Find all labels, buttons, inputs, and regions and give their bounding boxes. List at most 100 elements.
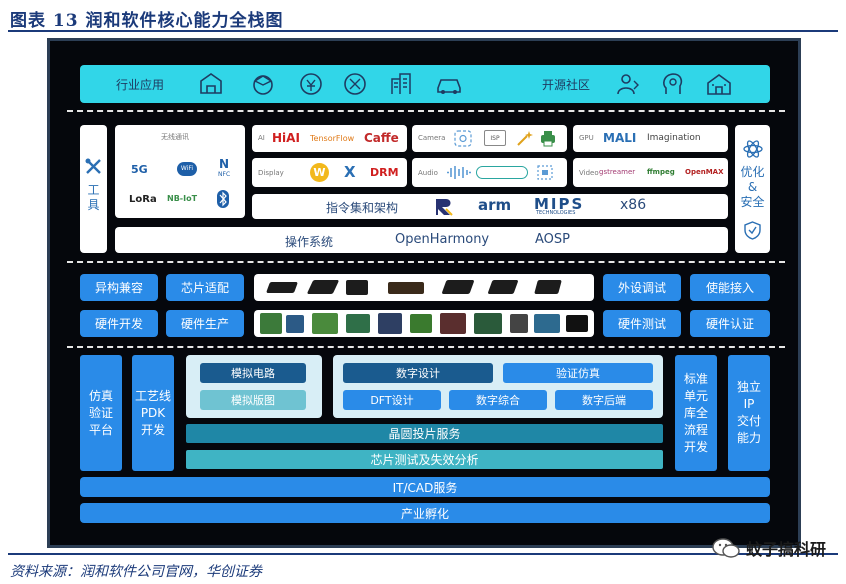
camera-icon [454, 130, 472, 147]
isa-row: 指令集和架构 arm MIPS TECHNOLOGIES x86 [252, 194, 728, 219]
nfc-label: NFC [218, 171, 231, 178]
dft-design: DFT设计 [343, 390, 441, 410]
5g-logo: 5G [131, 163, 148, 176]
wifi-logo: WiFi [177, 162, 197, 176]
simulation-platform: 仿真 验证 平台 [80, 355, 122, 471]
hw-hardware-production: 硬件生产 [166, 310, 244, 337]
chip-image [534, 280, 562, 294]
chip-image [441, 280, 475, 294]
chip-image [306, 280, 340, 294]
dev-board-image [312, 313, 338, 334]
tools-panel: 工 具 [80, 125, 107, 253]
display-row: Display W X DRM [252, 158, 407, 187]
magic-wand-icon [517, 131, 533, 146]
analog-circuit: 模拟电路 [200, 363, 306, 383]
chip-image [265, 282, 299, 293]
digital-panel: 数字设计 验证仿真 DFT设计 数字综合 数字后端 [333, 355, 663, 418]
dev-board-image [534, 314, 560, 333]
hw-enablement-access: 使能接入 [690, 274, 770, 301]
audio-row: Audio [412, 158, 567, 187]
tensorflow-logo: TensorFlow [310, 134, 355, 143]
os-row: 操作系统 OpenHarmony AOSP [115, 227, 728, 253]
title-rule [8, 30, 838, 32]
lora-logo: LoRa [129, 194, 157, 205]
drm-logo: DRM [370, 166, 399, 179]
ai-row: AI HiAI TensorFlow Caffe [252, 125, 407, 152]
dev-board-image [346, 314, 370, 333]
nbiot-logo: NB-IoT [167, 194, 198, 203]
industry-incubation: 产业孵化 [80, 503, 770, 523]
building-icon [391, 73, 411, 94]
mips-logo: MIPS [534, 195, 585, 213]
std-cell-library: 标准 单元 库全 流程 开发 [675, 355, 717, 471]
pdk-development: 工艺线 PDK 开发 [132, 355, 174, 471]
hw-chip-adaptation: 芯片适配 [166, 274, 244, 301]
gpu-row: GPU MALI Imagination [573, 125, 728, 152]
caffe-logo: Caffe [364, 131, 399, 145]
divider [67, 261, 785, 263]
factory-icon [200, 73, 222, 94]
finance-icon [300, 73, 322, 95]
mali-logo: MALI [603, 131, 637, 145]
ai-label: AI [258, 134, 265, 142]
itcad-service: IT/CAD服务 [80, 477, 770, 497]
dev-board-image [566, 315, 588, 332]
analog-panel: 模拟电路 模拟版图 [186, 355, 322, 418]
dev-board-image [510, 314, 528, 333]
wafer-service: 晶圆投片服务 [186, 424, 663, 443]
analog-layout: 模拟版图 [200, 390, 306, 410]
digital-synthesis: 数字综合 [449, 390, 547, 410]
watermark-text: 蚊子搞科研 [745, 540, 826, 559]
community-label: 开源社区 [542, 78, 591, 92]
hw-heterogeneous-compat: 异构兼容 [80, 274, 158, 301]
source-note: 资料来源：润和软件公司官网，华创证券 [10, 564, 262, 580]
security-label: 优化 & 安全 [740, 165, 765, 209]
source-rule [8, 553, 838, 555]
figure-title: 图表 13 润和软件核心能力全栈图 [10, 11, 284, 31]
dev-board-image [474, 313, 502, 334]
divider [67, 110, 785, 112]
gstreamer-logo: gstreamer [599, 168, 636, 176]
chip-gallery [254, 274, 594, 301]
hw-hardware-development: 硬件开发 [80, 310, 158, 337]
dev-board-image [410, 314, 432, 333]
chip-image [346, 280, 368, 295]
ip-delivery: 独立 IP 交付 能力 [728, 355, 770, 471]
chip-image [388, 282, 424, 294]
gpu-label: GPU [579, 134, 594, 142]
developer-icon [617, 74, 639, 95]
aosp-label: AOSP [535, 232, 570, 247]
idea-head-icon [663, 73, 683, 94]
printer-icon [541, 131, 555, 147]
openmax-logo: OpenMAX [685, 168, 724, 176]
openharmony-label: OpenHarmony [395, 232, 490, 247]
audio-label: Audio [418, 169, 438, 177]
industry-community-bar: 行业应用 开源社区 [80, 65, 770, 103]
energy-icon [344, 73, 366, 95]
hw-hardware-testing: 硬件测试 [603, 310, 681, 337]
hw-peripheral-debug: 外设调试 [603, 274, 681, 301]
x11-logo: X [344, 163, 356, 181]
audio-wave-icon [447, 166, 471, 179]
school-icon [707, 74, 731, 95]
x86-label: x86 [620, 197, 647, 213]
shield-icon [744, 221, 761, 240]
hiai-logo: HiAI [272, 131, 300, 145]
verification-simulation: 验证仿真 [503, 363, 653, 383]
audio-chip-icon [537, 165, 553, 180]
camera-row: Camera ISP [412, 125, 567, 152]
divider [67, 346, 785, 348]
imagination-logo: Imagination [647, 133, 701, 143]
bluetooth-icon [217, 190, 229, 208]
security-panel: 优化 & 安全 [735, 125, 770, 253]
vehicle-icon [437, 79, 461, 94]
dev-board-image [440, 313, 466, 334]
arm-logo: arm [478, 196, 512, 214]
tools-label: 工 具 [87, 183, 100, 212]
wechat-icon [712, 538, 740, 558]
hw-hardware-certification: 硬件认证 [690, 310, 770, 337]
atom-icon [743, 140, 763, 158]
wayland-logo: W [310, 163, 329, 182]
